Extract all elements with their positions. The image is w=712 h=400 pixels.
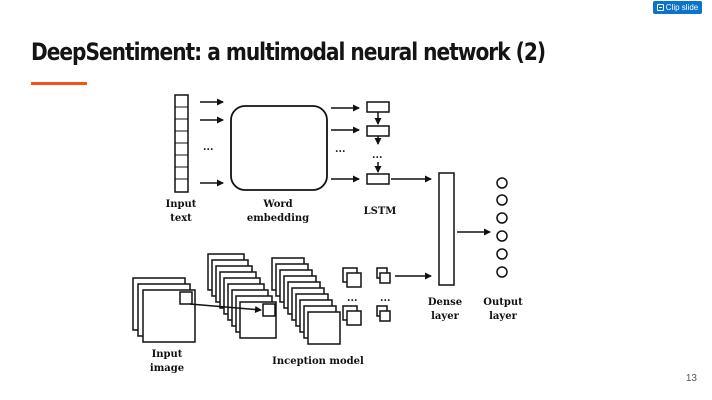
lstm-cells (366, 101, 390, 185)
label-output-1: Output (483, 297, 523, 308)
clip-slide-label: Clip slide (665, 3, 699, 12)
label-input-image-1: Input (152, 349, 183, 360)
title-accent-rule (31, 82, 87, 85)
label-output-2: layer (489, 311, 517, 322)
text-to-embedding-arrows (200, 98, 224, 187)
word-embedding-box (230, 105, 328, 191)
label-dense-1: Dense (428, 297, 462, 308)
ellipsis-lstm: ... (372, 150, 382, 161)
input-image-stack (132, 277, 196, 343)
ellipsis-feature-maps-1: ... (347, 293, 357, 304)
inception-stack-2 (271, 257, 341, 345)
clip-slide-button[interactable]: Clip slide (653, 1, 702, 14)
feature-maps-2 (376, 267, 391, 322)
label-input-text-2: text (170, 213, 192, 224)
label-word-embedding-1: Word (262, 199, 292, 210)
label-input-text-1: Input (166, 199, 197, 210)
ellipsis-text-inputs: ... (203, 142, 213, 153)
feature-maps-1 (342, 267, 362, 326)
clipboard-icon (656, 4, 664, 11)
slide-page-number: 13 (685, 373, 697, 384)
label-input-image-2: image (150, 363, 184, 374)
slide-title: DeepSentiment: a multimodal neural netwo… (31, 38, 546, 66)
ellipsis-feature-maps-2: ... (380, 293, 390, 304)
ellipsis-embedding-outputs: ... (335, 144, 345, 155)
image-to-inception-arrow (189, 303, 262, 313)
label-dense-2: layer (431, 311, 459, 322)
inception-stack-1 (207, 253, 277, 339)
input-text-vector (174, 94, 189, 193)
output-neurons (496, 177, 508, 278)
label-lstm: LSTM (364, 206, 397, 217)
label-inception-model: Inception model (272, 356, 364, 367)
dense-layer-box (438, 172, 455, 286)
embedding-to-lstm-arrows (331, 104, 360, 183)
label-word-embedding-2: embedding (247, 213, 309, 224)
